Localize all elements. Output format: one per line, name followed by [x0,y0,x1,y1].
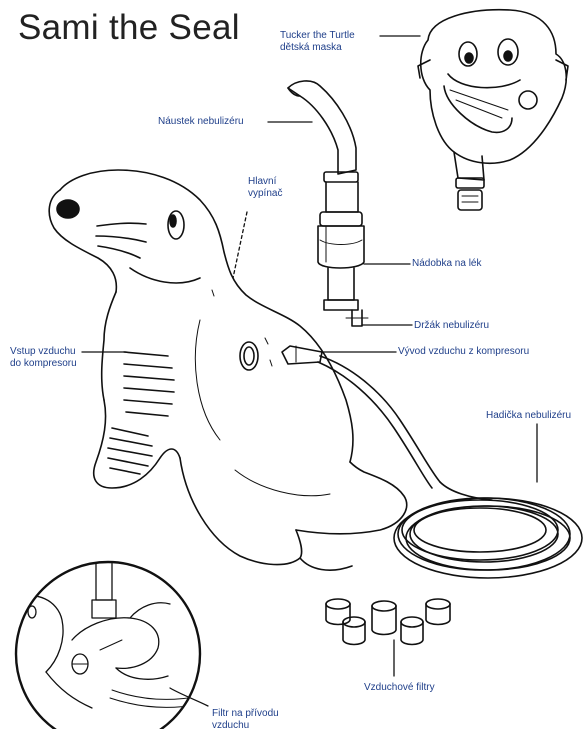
air-filters [326,599,450,645]
inset-closeup [16,560,200,729]
label-air-inlet-line1: Vstup vzduchu [10,346,77,358]
diagram-title: Sami the Seal [18,8,240,48]
label-tubing: Hadička nebulizéru [486,410,571,422]
label-mask: Tucker the Turtle dětská maska [280,30,355,54]
seal-body [49,170,407,570]
seal-face [57,200,200,283]
label-main-switch-line2: vypínač [248,188,282,200]
label-air-outlet: Vývod vzduchu z kompresoru [398,346,529,358]
label-inlet-filter-line1: Filtr na přívodu [212,708,279,720]
label-holder: Držák nebulizéru [414,320,489,332]
label-air-inlet: Vstup vzduchu do kompresoru [10,346,77,370]
label-mask-line2: dětská maska [280,42,355,54]
nebulizer-assembly [288,81,368,326]
label-inlet-filter: Filtr na přívodu vzduchu [212,708,279,732]
turtle-mask [418,10,568,210]
label-main-switch-line1: Hlavní [248,176,282,188]
label-inlet-filter-line2: vzduchu [212,720,279,732]
label-main-switch: Hlavní vypínač [248,176,282,200]
label-mask-line1: Tucker the Turtle [280,30,355,42]
callout-lines [82,36,537,706]
label-mouthpiece: Náustek nebulizéru [158,116,244,128]
label-medicine-cup: Nádobka na lék [412,258,482,270]
label-air-filters: Vzduchové filtry [364,682,435,694]
label-air-inlet-line2: do kompresoru [10,358,77,370]
